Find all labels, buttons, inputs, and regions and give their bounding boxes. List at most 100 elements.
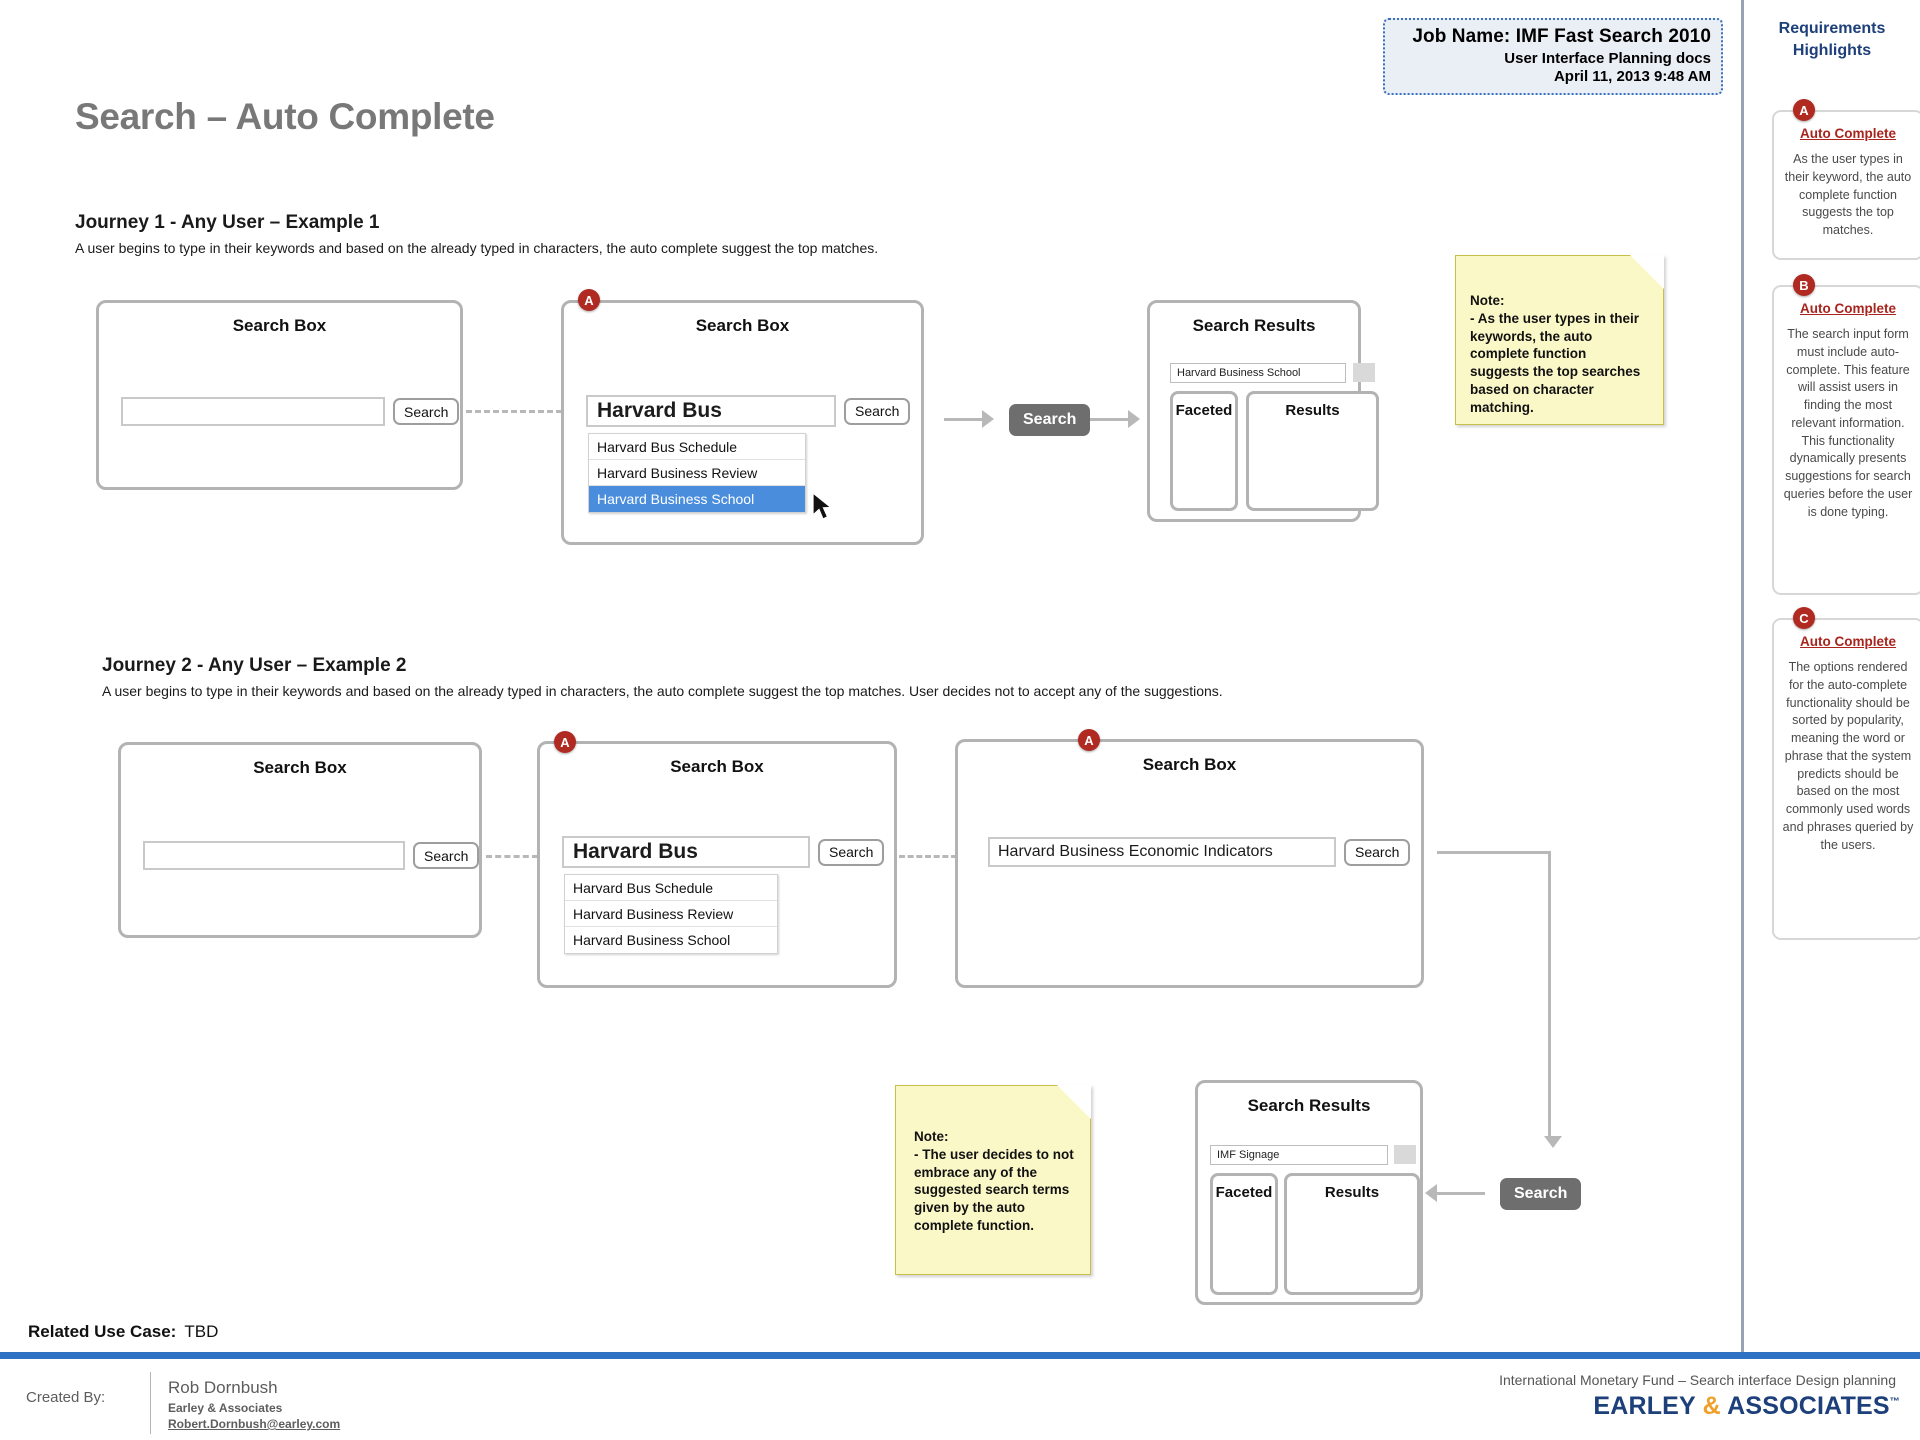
requirement-b-body: The search input form must include auto-… [1783, 327, 1913, 519]
j1-search-box-1: Search Box Search [96, 300, 463, 490]
j2-suggestion-item-0[interactable]: Harvard Bus Schedule [565, 875, 777, 901]
j2-connector-elbow-h [1437, 851, 1551, 854]
j2-arrow-line [1437, 1192, 1485, 1195]
j2-results-query-field[interactable]: IMF Signage [1210, 1145, 1388, 1165]
logo-trademark: ™ [1889, 1396, 1900, 1408]
j1-suggestion-item-0[interactable]: Harvard Bus Schedule [589, 434, 805, 460]
j1-results-search-swatch[interactable] [1353, 363, 1375, 382]
j1-results-faceted-column: Faceted [1170, 391, 1238, 511]
j2-box2-search-button[interactable]: Search [818, 838, 885, 866]
journey-1-title: Journey 1 - Any User – Example 1 [75, 212, 380, 233]
related-use-case-value: TBD [184, 1322, 219, 1341]
j2-badge-a-1: A [554, 731, 576, 753]
j2-search-box-2: Search Box Harvard Bus Search Harvard Bu… [537, 741, 897, 988]
requirement-a-heading: Auto Complete [1800, 126, 1896, 141]
requirement-c-heading: Auto Complete [1800, 634, 1896, 649]
j2-note: Note: - The user decides to not embrace … [895, 1085, 1091, 1275]
j2-results-search-swatch[interactable] [1394, 1145, 1416, 1164]
j1-connector-1 [466, 410, 562, 413]
j1-suggestion-item-2[interactable]: Harvard Business School [589, 486, 805, 512]
j2-box1-search-button[interactable]: Search [413, 842, 480, 869]
note-fold-corner-icon-2 [1057, 1085, 1091, 1119]
requirement-b-heading: Auto Complete [1800, 301, 1896, 316]
j1-box2-search-input[interactable]: Harvard Bus [586, 395, 836, 427]
author-name: Rob Dornbush [168, 1378, 278, 1397]
j2-search-action[interactable]: Search [1500, 1178, 1582, 1210]
j2-suggestion-item-2[interactable]: Harvard Business School [565, 927, 777, 953]
j2-search-results-panel: Search Results IMF Signage Faceted Resul… [1195, 1080, 1423, 1305]
j2-connector-arrow-down [1544, 1136, 1562, 1148]
mouse-cursor-icon [812, 492, 833, 520]
related-use-case: Related Use Case: TBD [28, 1322, 218, 1342]
sidebar-title: Requirements Highlights [1778, 20, 1886, 59]
j2-note-text: Note: - The user decides to not embrace … [914, 1129, 1074, 1234]
footer-divider [150, 1372, 151, 1434]
j1-results-query-field[interactable]: Harvard Business School [1170, 363, 1346, 383]
j1-arrow-line-2 [1090, 418, 1128, 421]
j2-box1-search-input[interactable] [143, 841, 405, 870]
j1-arrow-head-2 [1128, 410, 1140, 428]
j2-box3-search-input[interactable]: Harvard Business Economic Indicators [988, 837, 1336, 867]
page-title: Search – Auto Complete [75, 96, 495, 137]
job-name: Job Name: IMF Fast Search 2010 [1412, 26, 1711, 47]
logo-text-left: EARLEY [1593, 1392, 1696, 1420]
footer-accent-bar [0, 1352, 1920, 1359]
j1-search-action[interactable]: Search [1009, 404, 1091, 436]
j1-arrow-line-1 [944, 418, 982, 421]
j1-box1-search-button[interactable]: Search [393, 398, 460, 425]
j1-results-results-column: Results [1246, 391, 1379, 511]
job-subtitle: User Interface Planning docs [1504, 50, 1711, 67]
project-title: International Monetary Fund – Search int… [1499, 1372, 1896, 1388]
created-by-label: Created By: [26, 1389, 106, 1406]
job-date: April 11, 2013 9:48 AM [1553, 68, 1711, 85]
j1-arrow-head-1 [982, 410, 994, 428]
logo-text-right: ASSOCIATES [1727, 1392, 1890, 1420]
job-info-box: Job Name: IMF Fast Search 2010 User Inte… [1383, 18, 1723, 95]
requirement-badge-b: B [1793, 274, 1815, 296]
journey-2-desc: A user begins to type in their keywords … [102, 683, 1223, 699]
logo-ampersand: & [1702, 1392, 1721, 1420]
sidebar-divider [1741, 0, 1744, 1356]
j1-badge-a: A [578, 289, 600, 311]
j1-results-title: Search Results [1192, 316, 1316, 335]
related-use-case-label: Related Use Case: [28, 1322, 177, 1341]
j2-results-title: Search Results [1247, 1096, 1371, 1115]
footer [0, 1359, 1920, 1440]
j2-suggestion-item-1[interactable]: Harvard Business Review [565, 901, 777, 927]
j2-search-box-3: Search Box Harvard Business Economic Ind… [955, 739, 1424, 988]
j1-search-results-panel: Search Results Harvard Business School F… [1147, 300, 1379, 522]
earley-associates-logo: EARLEY & ASSOCIATES™ [1593, 1392, 1900, 1421]
j2-suggestion-list[interactable]: Harvard Bus Schedule Harvard Business Re… [564, 874, 778, 954]
author-email[interactable]: Robert.Dornbush@earley.com [168, 1417, 341, 1431]
j1-box1-title: Search Box [232, 316, 327, 335]
j2-badge-a-2: A [1078, 729, 1100, 751]
j2-box2-title: Search Box [670, 757, 764, 776]
j2-box2-search-input[interactable]: Harvard Bus [562, 836, 810, 868]
j1-box2-title: Search Box [695, 316, 790, 335]
j2-results-results-column: Results [1284, 1173, 1420, 1295]
j1-suggestion-item-1[interactable]: Harvard Business Review [589, 460, 805, 486]
j1-box1-search-input[interactable] [121, 397, 385, 426]
author-block: Rob Dornbush Earley & Associates Robert.… [168, 1378, 340, 1431]
j2-connector-2 [899, 855, 957, 858]
j2-arrow-head [1425, 1184, 1437, 1202]
requirement-card-a: Auto Complete As the user types in their… [1772, 110, 1920, 260]
journey-1-desc: A user begins to type in their keywords … [75, 240, 879, 256]
j1-suggestion-list[interactable]: Harvard Bus Schedule Harvard Business Re… [588, 433, 806, 513]
requirement-badge-c: C [1793, 607, 1815, 629]
journey-2-title: Journey 2 - Any User – Example 2 [102, 655, 407, 676]
j2-search-box-1: Search Box Search [118, 742, 482, 938]
j1-box2-search-button[interactable]: Search [844, 397, 911, 425]
j2-connector-1 [486, 855, 538, 858]
requirement-c-body: The options rendered for the auto-comple… [1782, 660, 1914, 852]
j2-box3-search-button[interactable]: Search [1344, 838, 1411, 866]
j2-connector-elbow-v [1548, 851, 1551, 1136]
j2-results-faceted-column: Faceted [1210, 1173, 1278, 1295]
requirement-badge-a: A [1793, 99, 1815, 121]
j1-note-text: Note: - As the user types in their keywo… [1470, 293, 1641, 415]
j1-search-box-2: Search Box Harvard Bus Search Harvard Bu… [561, 300, 924, 545]
requirement-a-body: As the user types in their keyword, the … [1784, 152, 1912, 237]
author-company: Earley & Associates [168, 1401, 283, 1415]
note-fold-corner-icon [1630, 255, 1664, 289]
requirement-card-b: Auto Complete The search input form must… [1772, 285, 1920, 595]
